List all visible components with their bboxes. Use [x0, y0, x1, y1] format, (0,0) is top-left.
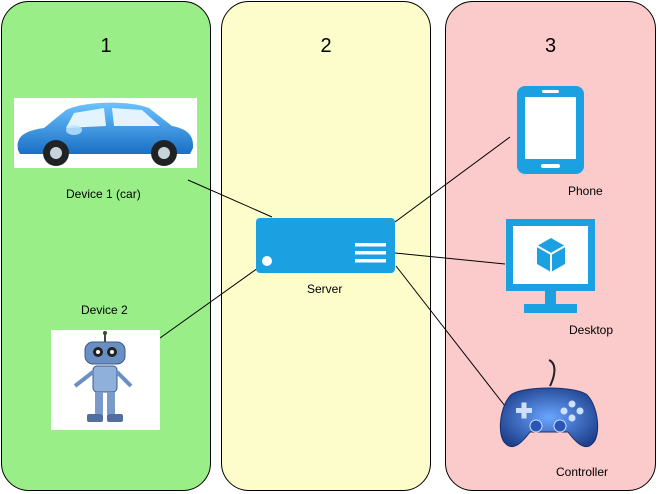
- car-icon: [14, 98, 197, 168]
- desktop-label: Desktop: [569, 323, 614, 337]
- connection-server-controller: [395, 265, 506, 407]
- device1-label: Device 1 (car): [66, 187, 141, 201]
- desktop-icon: [505, 218, 596, 314]
- server-icon: [255, 217, 396, 274]
- panel-3-number: 3: [544, 35, 557, 57]
- panel-2-number: 2: [320, 35, 332, 57]
- phone-label: Phone: [568, 184, 603, 198]
- connection-server-desktop: [394, 252, 506, 265]
- panel-1-number: 1: [100, 35, 112, 57]
- server-label: Server: [307, 282, 343, 296]
- gamepad-icon: [498, 356, 600, 456]
- robot-icon: [51, 330, 160, 430]
- device2-label: Device 2: [81, 303, 128, 317]
- controller-label: Controller: [556, 465, 609, 479]
- phone-icon: [516, 85, 585, 175]
- connection-device2-server: [159, 267, 259, 339]
- connection-server-phone: [394, 136, 511, 223]
- connection-device1-server: [187, 179, 273, 218]
